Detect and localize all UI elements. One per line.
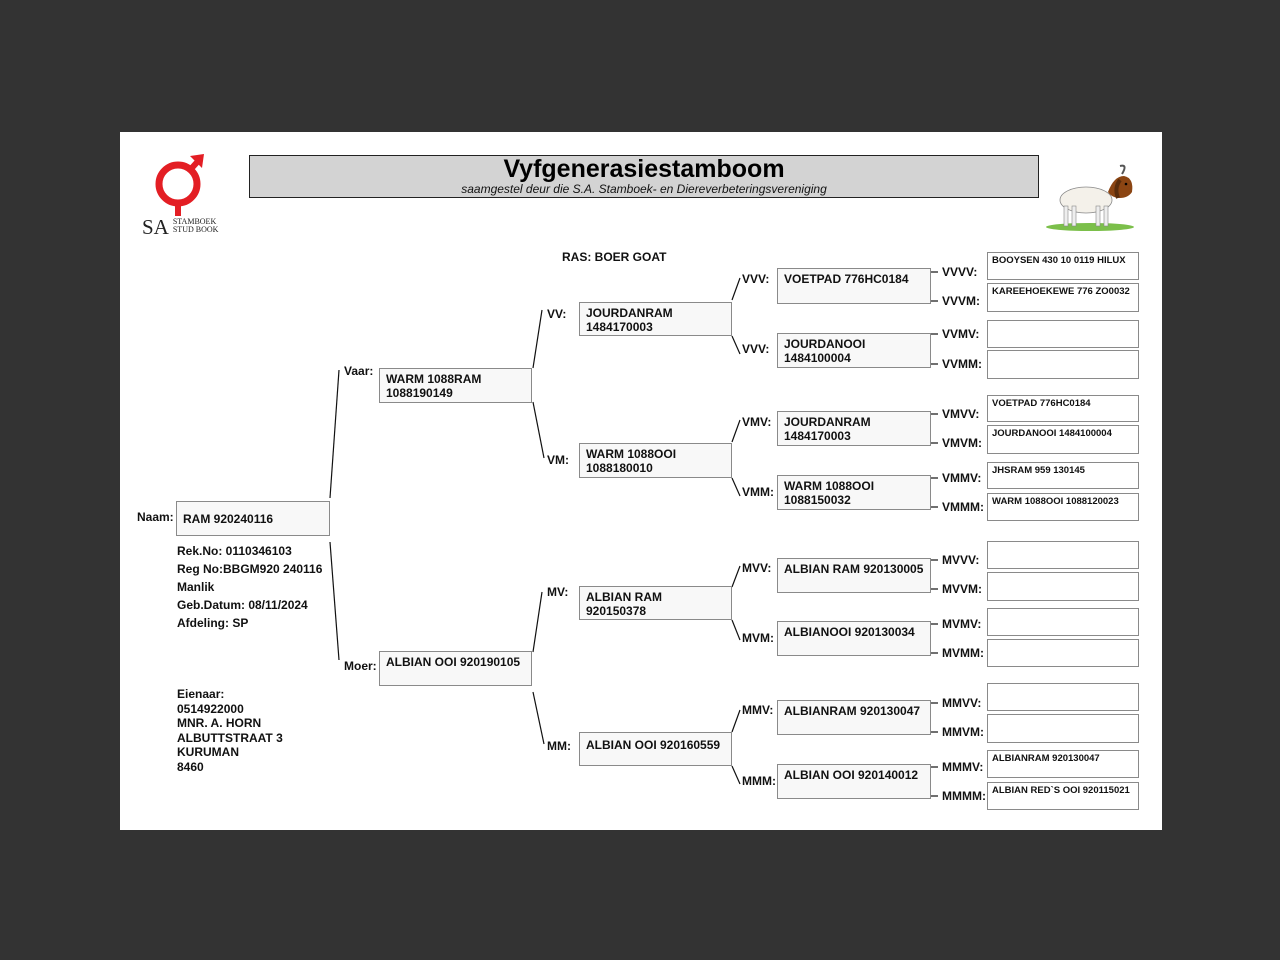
- document-subtitle: saamgestel deur die S.A. Stamboek- en Di…: [461, 182, 827, 196]
- mmmv-label: MMMV:: [942, 760, 984, 774]
- sire-box: WARM 1088RAM 1088190149: [379, 368, 532, 403]
- mm-label: MM:: [547, 739, 571, 753]
- logo-sa: SA: [142, 215, 169, 239]
- sire-label: Vaar:: [344, 364, 374, 378]
- pedigree-connector-lines: [329, 271, 938, 797]
- animal-name-box: RAM 920240116: [176, 501, 330, 536]
- animal-name-label: Naam:: [137, 510, 174, 524]
- vmm-box: WARM 1088OOI 1088150032: [777, 475, 931, 510]
- vmmv-box: JHSRAM 959 130145: [987, 462, 1139, 489]
- mvmm-label: MVMM:: [942, 646, 984, 660]
- vmvm-box: JOURDANOOI 1484100004: [987, 425, 1139, 454]
- vmmm-label: VMMM:: [942, 500, 984, 514]
- vvvm-box: KAREEHOEKEWE 776 ZO0032: [987, 283, 1139, 312]
- vmvm-label: VMVM:: [942, 436, 982, 450]
- mvm-label: MVM:: [742, 631, 774, 645]
- vvvv-box: BOOYSEN 430 10 0119 HILUX: [987, 252, 1139, 280]
- animal-reg-no: Reg No:BBGM920 240116: [177, 562, 323, 576]
- vmvv-label: VMVV:: [942, 407, 980, 421]
- breed-label: RAS: BOER GOAT: [562, 250, 667, 264]
- document-title-box: Vyfgenerasiestamboom saamgestel deur die…: [249, 155, 1039, 198]
- mvvm-box: [987, 572, 1139, 601]
- logo-line1: STAMBOEK: [172, 217, 217, 226]
- mvm-box: ALBIANOOI 920130034: [777, 621, 931, 656]
- mmm-label: MMM:: [742, 774, 776, 788]
- animal-birth-date: Geb.Datum: 08/11/2024: [177, 598, 308, 612]
- vvm-box: JOURDANOOI 1484100004: [777, 333, 931, 368]
- vm-label: VM:: [547, 453, 569, 467]
- mvvv-label: MVVV:: [942, 553, 980, 567]
- owner-postcode: 8460: [177, 759, 204, 774]
- sa-studbook-logo-icon: [155, 154, 204, 216]
- mmv-box: ALBIANRAM 920130047: [777, 700, 931, 735]
- mmvm-box: [987, 714, 1139, 743]
- vmvv-box: VOETPAD 776HC0184: [987, 395, 1139, 422]
- vvm-label: VVV:: [742, 342, 770, 356]
- dam-box: ALBIAN OOI 920190105: [379, 651, 532, 686]
- mv-label: MV:: [547, 585, 569, 599]
- vm-box: WARM 1088OOI 1088180010: [579, 443, 732, 478]
- mvv-box: ALBIAN RAM 920130005: [777, 558, 931, 593]
- mmm-box: ALBIAN OOI 920140012: [777, 764, 931, 799]
- vmv-box: JOURDANRAM 1484170003: [777, 411, 931, 446]
- vvmm-label: VVMM:: [942, 357, 982, 371]
- mvmm-box: [987, 639, 1139, 667]
- animal-details: Rek.No: 0110346103 Reg No:BBGM920 240116…: [177, 542, 322, 632]
- mmmm-box: ALBIAN RED`S OOI 920115021: [987, 782, 1139, 810]
- boer-goat-illustration-icon: [1046, 164, 1134, 231]
- animal-sex: Manlik: [177, 580, 215, 594]
- mvmv-box: [987, 608, 1139, 636]
- vmm-label: VMM:: [742, 485, 774, 499]
- vmv-label: VMV:: [742, 415, 772, 429]
- owner-street: ALBUTTSTRAAT 3: [177, 730, 283, 745]
- owner-name: MNR. A. HORN: [177, 716, 262, 730]
- studbook-logo-text: SA STAMBOEK STUD BOOK: [142, 216, 218, 238]
- mmmv-box: ALBIANRAM 920130047: [987, 750, 1139, 778]
- vv-box: JOURDANRAM 1484170003: [579, 302, 732, 336]
- mmvv-box: [987, 683, 1139, 711]
- owner-town: KURUMAN: [177, 745, 239, 759]
- pedigree-sheet: SA STAMBOEK STUD BOOK Vyfgenerasiestambo…: [120, 132, 1162, 830]
- mvv-label: MVV:: [742, 561, 772, 575]
- vvv-label: VVV:: [742, 272, 770, 286]
- owner-label: Eienaar:: [177, 687, 225, 701]
- mvvv-box: [987, 541, 1139, 569]
- mv-box: ALBIAN RAM 920150378: [579, 586, 732, 620]
- document-title: Vyfgenerasiestamboom: [503, 155, 785, 183]
- dam-label: Moer:: [344, 659, 377, 673]
- mvmv-label: MVMV:: [942, 617, 982, 631]
- vmmm-box: WARM 1088OOI 1088120023: [987, 493, 1139, 521]
- vvmm-box: [987, 350, 1139, 379]
- vvvm-label: VVVM:: [942, 294, 981, 308]
- vvmv-box: [987, 320, 1139, 348]
- mmv-label: MMV:: [742, 703, 774, 717]
- animal-account-no: Rek.No: 0110346103: [177, 544, 292, 558]
- owner-block: Eienaar: 0514922000 MNR. A. HORN ALBUTTS…: [177, 687, 283, 774]
- mm-box: ALBIAN OOI 920160559: [579, 732, 732, 766]
- vvv-box: VOETPAD 776HC0184: [777, 268, 931, 304]
- vvvv-label: VVVV:: [942, 265, 978, 279]
- owner-phone: 0514922000: [177, 701, 244, 716]
- mvvm-label: MVVM:: [942, 582, 982, 596]
- mmvv-label: MMVV:: [942, 696, 982, 710]
- logo-line2: STUD BOOK: [172, 225, 219, 234]
- mmmm-label: MMMM:: [942, 789, 986, 803]
- animal-section: Afdeling: SP: [177, 616, 249, 630]
- mmvm-label: MMVM:: [942, 725, 984, 739]
- vv-label: VV:: [547, 307, 567, 321]
- vmmv-label: VMMV:: [942, 471, 982, 485]
- vvmv-label: VVMV:: [942, 327, 980, 341]
